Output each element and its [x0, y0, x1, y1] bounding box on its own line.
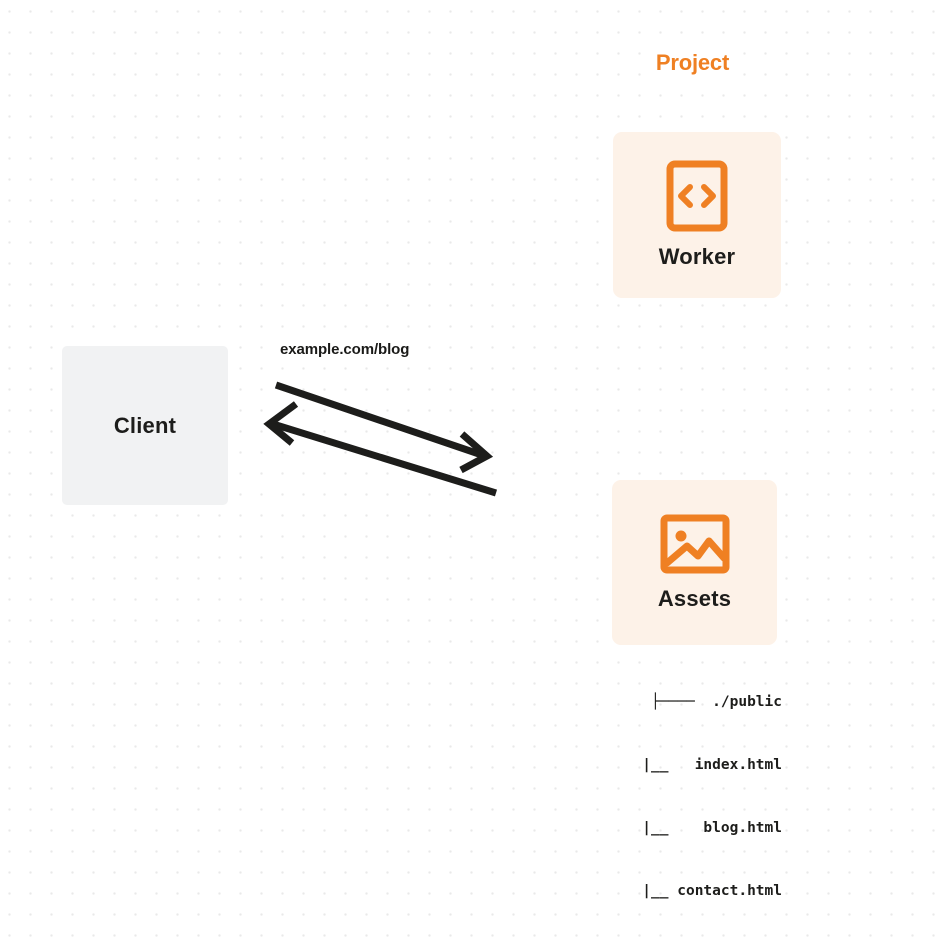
node-assets[interactable]: Assets	[612, 480, 777, 645]
project-boundary: Project	[540, 50, 845, 787]
tree-row: |__ index.html	[607, 757, 782, 773]
tree-row: ├──── ./public	[651, 694, 782, 710]
arrow-request	[274, 381, 494, 474]
code-brackets-icon	[666, 160, 728, 232]
image-icon	[660, 514, 730, 574]
client-label: Client	[113, 412, 177, 438]
arrow-response	[263, 401, 498, 497]
project-title: Project	[648, 50, 737, 76]
assets-file-tree: ├──── ./public |__ index.html |__ blog.h…	[560, 650, 782, 944]
project-border-left	[540, 64, 544, 787]
node-client[interactable]: Client	[62, 346, 228, 505]
tree-row: |__ contact.html	[607, 883, 782, 899]
assets-label: Assets	[657, 585, 732, 611]
tree-row: |__ blog.html	[607, 820, 782, 836]
project-border-right	[841, 64, 845, 787]
worker-label: Worker	[658, 244, 736, 269]
diagram-canvas: Client example.com/blog Project	[62, 50, 845, 899]
node-worker[interactable]: Worker	[613, 132, 781, 298]
edge-label-url: example.com/blog	[280, 341, 410, 358]
